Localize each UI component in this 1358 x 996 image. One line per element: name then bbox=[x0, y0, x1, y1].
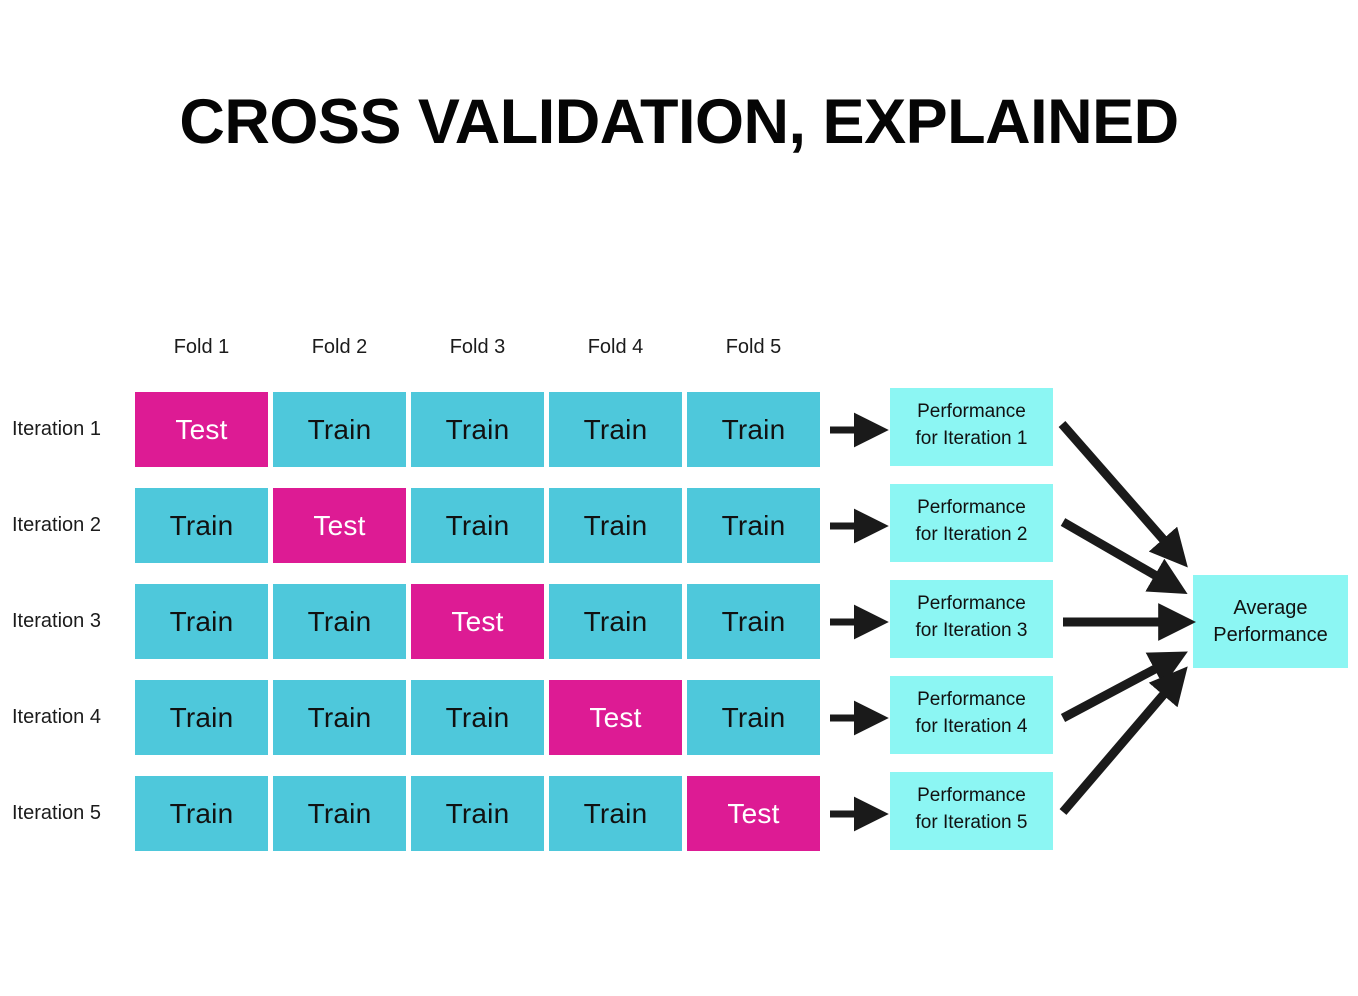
fold-cell-r5c1[interactable]: Train bbox=[135, 776, 268, 851]
fold-cell-r1c1[interactable]: Test bbox=[135, 392, 268, 467]
performance-box-2-line1: Performance bbox=[917, 497, 1026, 518]
performance-column: Performance for Iteration 1 Performance … bbox=[890, 388, 1053, 868]
fold-cell-r1c2[interactable]: Train bbox=[273, 392, 406, 467]
performance-box-4-line2: for Iteration 4 bbox=[915, 716, 1028, 737]
fold-cell-r2c2[interactable]: Test bbox=[273, 488, 406, 563]
performance-box-4[interactable]: Performance for Iteration 4 bbox=[890, 676, 1053, 754]
average-performance-line1: Average bbox=[1233, 597, 1308, 619]
fold-header-2: Fold 2 bbox=[311, 336, 368, 358]
fold-cell-r3c2[interactable]: Train bbox=[273, 584, 406, 659]
fold-cell-r3c4[interactable]: Train bbox=[549, 584, 682, 659]
fold-cell-r2c1[interactable]: Train bbox=[135, 488, 268, 563]
performance-box-2-line2: for Iteration 2 bbox=[915, 524, 1028, 545]
fold-cell-r4c2[interactable]: Train bbox=[273, 680, 406, 755]
fold-cell-r1c5[interactable]: Train bbox=[687, 392, 820, 467]
fold-cell-r4c1[interactable]: Train bbox=[135, 680, 268, 755]
performance-box-3-line1: Performance bbox=[917, 593, 1026, 614]
performance-box-3[interactable]: Performance for Iteration 3 bbox=[890, 580, 1053, 658]
fold-header-4: Fold 4 bbox=[587, 336, 644, 358]
fold-cell-r3c1[interactable]: Train bbox=[135, 584, 268, 659]
iteration-label-1: Iteration 1 bbox=[12, 418, 101, 440]
fold-header-3: Fold 3 bbox=[449, 336, 506, 358]
performance-box-1[interactable]: Performance for Iteration 1 bbox=[890, 388, 1053, 466]
fold-cell-r4c3[interactable]: Train bbox=[411, 680, 544, 755]
iteration-label-2: Iteration 2 bbox=[12, 514, 101, 536]
iteration-label-column: Iteration 1 Iteration 2 Iteration 3 Iter… bbox=[0, 392, 130, 872]
performance-box-5-line2: for Iteration 5 bbox=[915, 812, 1028, 833]
performance-box-5[interactable]: Performance for Iteration 5 bbox=[890, 772, 1053, 850]
performance-box-2[interactable]: Performance for Iteration 2 bbox=[890, 484, 1053, 562]
performance-box-4-line1: Performance bbox=[917, 689, 1026, 710]
fold-cell-r3c3[interactable]: Test bbox=[411, 584, 544, 659]
fold-cell-r5c5[interactable]: Test bbox=[687, 776, 820, 851]
fold-header-row: Fold 1 Fold 2 Fold 3 Fold 4 Fold 5 bbox=[135, 336, 825, 366]
performance-box-1-line1: Performance bbox=[917, 401, 1026, 422]
iteration-label-4: Iteration 4 bbox=[12, 706, 101, 728]
performance-box-3-line2: for Iteration 3 bbox=[915, 620, 1028, 641]
fold-cell-r5c2[interactable]: Train bbox=[273, 776, 406, 851]
fold-cell-r1c3[interactable]: Train bbox=[411, 392, 544, 467]
converge-arrow-2 bbox=[1060, 518, 1188, 595]
average-performance-line2: Performance bbox=[1213, 624, 1328, 646]
fold-cell-r2c3[interactable]: Train bbox=[411, 488, 544, 563]
fold-cell-r5c3[interactable]: Train bbox=[411, 776, 544, 851]
converge-arrow-4 bbox=[1060, 651, 1188, 722]
fold-cell-r2c4[interactable]: Train bbox=[549, 488, 682, 563]
fold-cell-r5c4[interactable]: Train bbox=[549, 776, 682, 851]
converge-arrow-1 bbox=[1058, 421, 1188, 568]
converge-arrow-5 bbox=[1059, 666, 1188, 815]
fold-cell-r2c5[interactable]: Train bbox=[687, 488, 820, 563]
fold-grid: Test Train Train Train Train Train Test … bbox=[135, 392, 825, 872]
page-title: CROSS VALIDATION, EXPLAINED bbox=[179, 87, 1179, 157]
average-performance-box[interactable]: Average Performance bbox=[1193, 575, 1348, 668]
fold-header-1: Fold 1 bbox=[173, 336, 230, 358]
fold-cell-r4c5[interactable]: Train bbox=[687, 680, 820, 755]
iteration-label-3: Iteration 3 bbox=[12, 610, 101, 632]
performance-box-5-line1: Performance bbox=[917, 785, 1026, 806]
fold-cell-r1c4[interactable]: Train bbox=[549, 392, 682, 467]
fold-cell-r4c4[interactable]: Test bbox=[549, 680, 682, 755]
iteration-label-5: Iteration 5 bbox=[12, 802, 101, 824]
performance-box-1-line2: for Iteration 1 bbox=[915, 428, 1028, 449]
fold-cell-r3c5[interactable]: Train bbox=[687, 584, 820, 659]
fold-header-5: Fold 5 bbox=[725, 336, 782, 358]
